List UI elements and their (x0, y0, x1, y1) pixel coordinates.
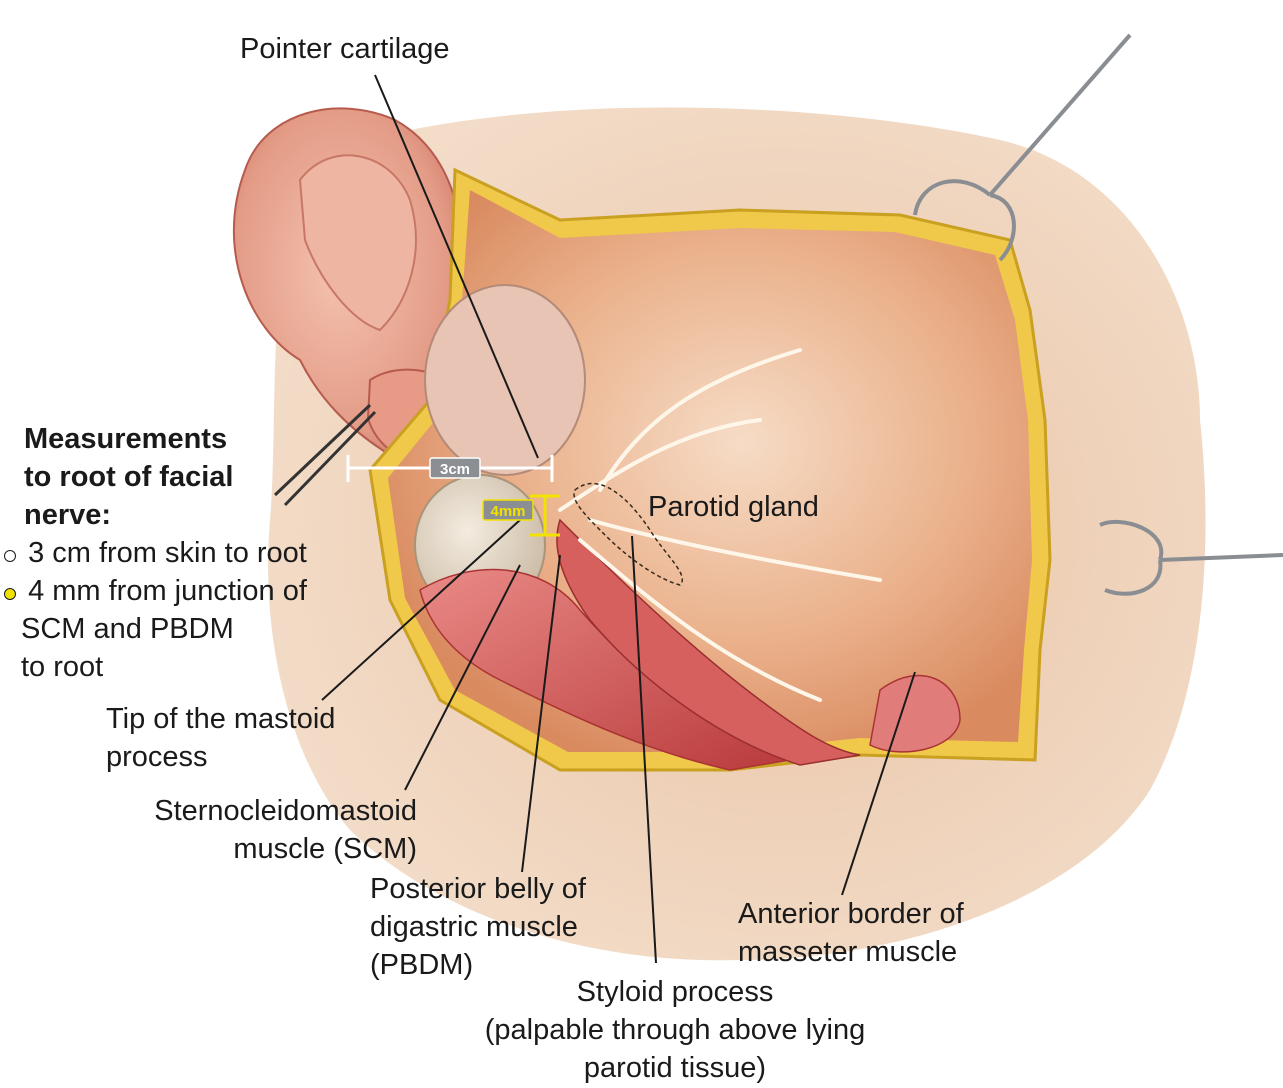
label-pointer-cartilage-text: Pointer cartilage (240, 33, 450, 65)
label-pointer-cartilage: Pointer cartilage (240, 30, 450, 68)
label-masseter: Anterior border of masseter muscle (738, 895, 964, 971)
measurement-4mm-bar (530, 494, 560, 537)
label-scm: Sternocleidomastoid muscle (SCM) (112, 792, 417, 868)
label-pbdm-line3: (PBDM) (370, 949, 474, 981)
retractor-right (1099, 519, 1283, 596)
label-parotid-gland-text: Parotid gland (648, 491, 819, 523)
measurements-heading-line3: nerve: (24, 499, 112, 531)
muscles (419, 518, 961, 771)
label-pbdm: Posterior belly of digastric muscle (PBD… (370, 870, 586, 984)
leader-lines (321, 74, 916, 964)
label-tip-mastoid-line1: Tip of the mastoid (106, 703, 336, 735)
retractor-top (913, 33, 1132, 262)
label-pbdm-line2: digastric muscle (370, 911, 578, 943)
measurements-heading-line2: to root of facial (24, 461, 234, 493)
label-styloid-line2: (palpable through above lying (484, 1014, 866, 1046)
yellow-dot-icon (4, 588, 16, 600)
label-scm-line2: muscle (SCM) (233, 833, 417, 865)
label-styloid: Styloid process (palpable through above … (450, 973, 900, 1087)
measurements-heading-line1: Measurements (24, 423, 228, 455)
forceps (273, 403, 377, 507)
label-styloid-line3: parotid tissue) (583, 1052, 767, 1084)
label-parotid-gland: Parotid gland (648, 488, 819, 526)
white-dot-icon (4, 550, 16, 562)
measurement-item-3cm-text: 3 cm from skin to root (28, 537, 307, 569)
label-scm-line1: Sternocleidomastoid (154, 795, 417, 827)
label-pbdm-line1: Posterior belly of (370, 873, 586, 905)
styloid-process-outline (573, 482, 683, 586)
measurement-4mm-label: 4mm (490, 503, 525, 520)
label-masseter-line1: Anterior border of (738, 898, 964, 930)
facial-nerve-branches (558, 348, 882, 702)
measurement-item-4mm: 4 mm from junction of (4, 572, 307, 610)
measurement-item-3cm: 3 cm from skin to root (4, 534, 307, 572)
label-masseter-line2: masseter muscle (738, 936, 958, 968)
measurements-block: Measurements to root of facial nerve: 3 … (4, 420, 307, 686)
label-styloid-line1: Styloid process (576, 976, 774, 1008)
measurement-4mm-label-bg (482, 499, 534, 521)
measurement-3cm-label-bg (429, 457, 481, 479)
measurement-item-4mm-line3: to root (21, 651, 104, 683)
measurement-item-4mm-line1: 4 mm from junction of (28, 575, 307, 607)
label-tip-mastoid: Tip of the mastoid process (106, 700, 335, 776)
label-tip-mastoid-line2: process (106, 741, 208, 773)
measurement-3cm-label: 3cm (440, 461, 470, 478)
measurement-item-4mm-line2: SCM and PBDM (21, 613, 234, 645)
